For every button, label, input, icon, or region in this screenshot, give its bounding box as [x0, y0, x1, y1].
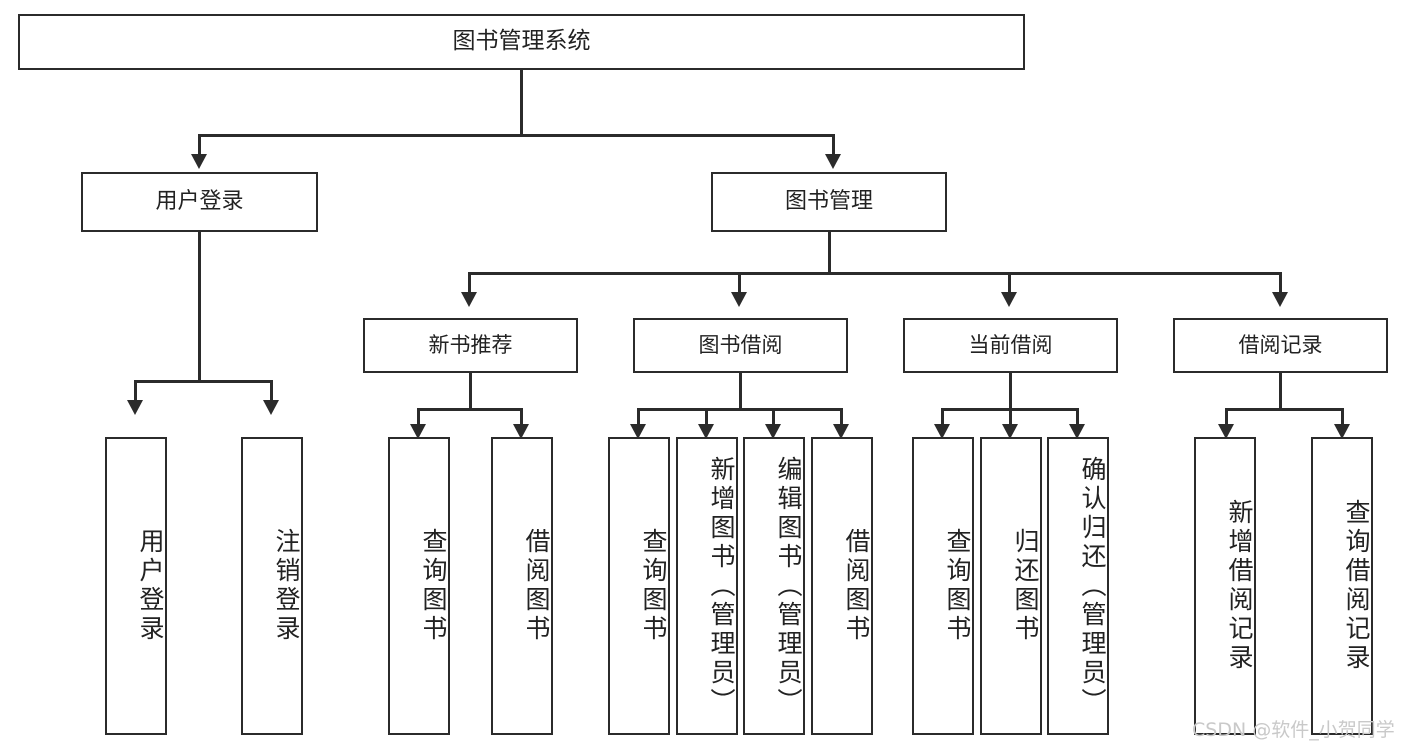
edge-book-manage-bus	[468, 272, 1282, 275]
node-label: 借阅记录	[1238, 333, 1323, 358]
arrow-icon-book-borrow-leaf-1	[698, 424, 714, 439]
edge-book-borrow-to-leaf-0	[637, 408, 640, 426]
arrow-icon-book-borrow-leaf-0	[630, 424, 646, 439]
node-book-manage[interactable]: 图书管理	[711, 172, 947, 232]
edge-root-bus	[198, 134, 835, 137]
leaf-user-login-1[interactable]: 注销登录	[241, 437, 303, 735]
node-label: 查询借阅记录	[1342, 499, 1371, 673]
edge-new-book-to-leaf-1	[520, 408, 523, 426]
node-book-borrow[interactable]: 图书借阅	[633, 318, 848, 373]
arrow-icon-lvl2-1	[731, 292, 747, 307]
edge-book-borrow-stem	[739, 373, 742, 410]
leaf-new-book-recommend-0[interactable]: 查询图书	[388, 437, 450, 735]
edge-book-manage-stem	[828, 232, 831, 274]
leaf-borrow-record-1[interactable]: 查询借阅记录	[1311, 437, 1373, 735]
leaf-current-borrow-2[interactable]: 确认归还（管理员）	[1047, 437, 1109, 735]
arrow-icon-user-login-leaf-0	[127, 400, 143, 415]
node-label: 图书借阅	[698, 333, 783, 358]
edge-borrow-record-bus	[1225, 408, 1344, 411]
edge-user-login-to-leaf-1	[270, 380, 273, 402]
edge-book-borrow-to-leaf-3	[840, 408, 843, 426]
node-label: 注销登录	[272, 528, 301, 644]
edge-current-borrow-to-leaf-0	[941, 408, 944, 426]
edge-book-manage-to-lvl2-1	[738, 272, 741, 294]
leaf-book-borrow-0[interactable]: 查询图书	[608, 437, 670, 735]
node-root-system[interactable]: 图书管理系统	[18, 14, 1025, 70]
node-new-book-recommend[interactable]: 新书推荐	[363, 318, 578, 373]
edge-book-manage-to-lvl2-0	[468, 272, 471, 294]
arrow-icon-borrow-record-leaf-1	[1334, 424, 1350, 439]
arrow-icon-new-book-leaf-0	[410, 424, 426, 439]
arrow-icon-user-login-leaf-1	[263, 400, 279, 415]
edge-book-borrow-bus	[637, 408, 843, 411]
node-label: 编辑图书（管理员）	[774, 455, 803, 717]
csdn-watermark: CSDN @软件_小贺同学	[1192, 719, 1395, 741]
leaf-user-login-0[interactable]: 用户登录	[105, 437, 167, 735]
node-user-login[interactable]: 用户登录	[81, 172, 318, 232]
edge-book-manage-to-lvl2-2	[1008, 272, 1011, 294]
leaf-book-borrow-2[interactable]: 编辑图书（管理员）	[743, 437, 805, 735]
node-label: 查询图书	[419, 528, 448, 644]
node-label: 查询图书	[943, 528, 972, 644]
node-label: 新增图书（管理员）	[707, 455, 736, 717]
node-label: 用户登录	[136, 528, 165, 644]
node-label: 当前借阅	[968, 333, 1053, 358]
node-label: 查询图书	[639, 528, 668, 644]
node-label: 归还图书	[1011, 528, 1040, 644]
arrow-icon-to-user-login	[191, 154, 207, 169]
node-label: 图书管理系统	[452, 28, 591, 55]
edge-root-stem	[520, 70, 523, 135]
node-label: 新书推荐	[428, 333, 513, 358]
node-label: 借阅图书	[522, 528, 551, 644]
edge-book-borrow-to-leaf-1	[705, 408, 708, 426]
arrow-icon-current-borrow-leaf-0	[934, 424, 950, 439]
node-label: 借阅图书	[842, 528, 871, 644]
edge-user-login-stem	[198, 232, 201, 382]
edge-user-login-bus	[134, 380, 273, 383]
leaf-current-borrow-0[interactable]: 查询图书	[912, 437, 974, 735]
arrow-icon-current-borrow-leaf-1	[1002, 424, 1018, 439]
edge-user-login-to-leaf-0	[134, 380, 137, 402]
edge-new-book-to-leaf-0	[417, 408, 420, 426]
leaf-current-borrow-1[interactable]: 归还图书	[980, 437, 1042, 735]
edge-root-to-book-manage	[832, 134, 835, 156]
leaf-new-book-recommend-1[interactable]: 借阅图书	[491, 437, 553, 735]
arrow-icon-lvl2-3	[1272, 292, 1288, 307]
node-current-borrow[interactable]: 当前借阅	[903, 318, 1118, 373]
arrow-icon-lvl2-0	[461, 292, 477, 307]
edge-new-book-bus	[417, 408, 523, 411]
leaf-borrow-record-0[interactable]: 新增借阅记录	[1194, 437, 1256, 735]
arrow-icon-book-borrow-leaf-2	[765, 424, 781, 439]
edge-book-borrow-to-leaf-2	[772, 408, 775, 426]
arrow-icon-book-borrow-leaf-3	[833, 424, 849, 439]
edge-current-borrow-to-leaf-1	[1009, 408, 1012, 426]
leaf-book-borrow-3[interactable]: 借阅图书	[811, 437, 873, 735]
arrow-icon-borrow-record-leaf-0	[1218, 424, 1234, 439]
arrow-icon-current-borrow-leaf-2	[1069, 424, 1085, 439]
node-label: 图书管理	[784, 189, 873, 215]
edge-current-borrow-stem	[1009, 373, 1012, 410]
edge-borrow-record-stem	[1279, 373, 1282, 410]
edge-current-borrow-to-leaf-2	[1076, 408, 1079, 426]
edge-borrow-record-to-leaf-1	[1341, 408, 1344, 426]
arrow-icon-to-book-manage	[825, 154, 841, 169]
edge-root-to-user-login	[198, 134, 201, 156]
node-label: 新增借阅记录	[1225, 499, 1254, 673]
edge-book-manage-to-lvl2-3	[1279, 272, 1282, 294]
node-label: 确认归还（管理员）	[1078, 455, 1107, 717]
arrow-icon-lvl2-2	[1001, 292, 1017, 307]
node-label: 用户登录	[155, 189, 244, 215]
leaf-book-borrow-1[interactable]: 新增图书（管理员）	[676, 437, 738, 735]
arrow-icon-new-book-leaf-1	[513, 424, 529, 439]
edge-new-book-stem	[469, 373, 472, 410]
node-borrow-record[interactable]: 借阅记录	[1173, 318, 1388, 373]
edge-borrow-record-to-leaf-0	[1225, 408, 1228, 426]
